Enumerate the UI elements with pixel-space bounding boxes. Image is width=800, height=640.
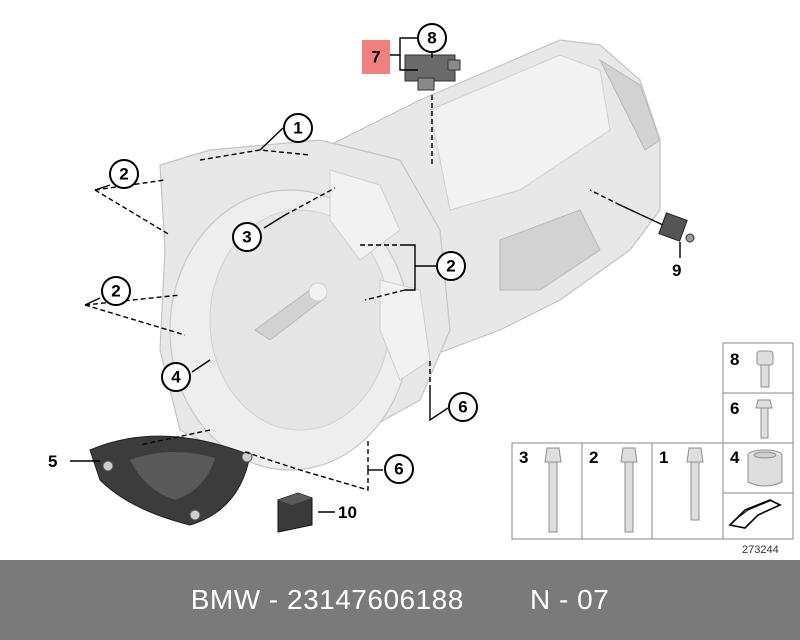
- footer-part-info: BMW - 23147606188 N - 07: [191, 584, 610, 616]
- panel-label-2: 2: [589, 448, 598, 467]
- fastener-panel: 8 6 4 3 2 1: [511, 342, 794, 556]
- callout-1: 1: [283, 113, 313, 143]
- footer-brand: BMW: [190, 584, 261, 615]
- footer-part-number: 23147606188: [287, 584, 464, 615]
- transmission-housing: [159, 39, 661, 471]
- panel-label-1: 1: [659, 448, 668, 467]
- label-9: 9: [672, 261, 681, 280]
- panel-label-3: 3: [519, 448, 528, 467]
- svg-text:4: 4: [171, 368, 181, 387]
- footer-gap: [464, 584, 530, 615]
- bolt-8-illustration: [756, 350, 774, 388]
- rubber-mount: [277, 492, 313, 533]
- reference-number: 273244: [742, 544, 779, 556]
- direction-arrow-icon: [728, 499, 782, 529]
- panel-label-8: 8: [730, 350, 739, 369]
- svg-text:6: 6: [458, 398, 467, 417]
- highlight-box: [362, 40, 390, 74]
- svg-text:2: 2: [119, 165, 128, 184]
- callout-2-middle: 2: [436, 251, 466, 281]
- footer-position: N - 07: [530, 584, 610, 615]
- sleeve-4-illustration: [747, 449, 783, 487]
- panel-label-6: 6: [730, 399, 739, 418]
- callout-6-upper: 6: [448, 392, 478, 422]
- svg-text:7: 7: [371, 48, 380, 67]
- parts-diagram: 8 7 1 2 3 2 2 4 6 6 5 9 10: [48, 23, 794, 556]
- bolt-3-illustration: [544, 447, 562, 533]
- callout-4: 4: [161, 362, 191, 392]
- connector-part: [658, 212, 695, 243]
- label-5: 5: [48, 452, 57, 471]
- footer-bar: BMW - 23147606188 N - 07: [0, 560, 800, 640]
- label-10: 10: [338, 503, 357, 522]
- bolt-2-illustration: [620, 447, 638, 533]
- svg-text:8: 8: [427, 29, 436, 48]
- highlight-label-7: 7: [362, 40, 390, 74]
- bolt-1-illustration: [686, 447, 704, 521]
- svg-text:6: 6: [394, 460, 403, 479]
- svg-text:2: 2: [111, 282, 120, 301]
- callout-2-lower: 2: [101, 276, 131, 306]
- sensor-part: [404, 54, 461, 91]
- bolt-6-illustration: [755, 399, 773, 439]
- cover-plate: [89, 435, 253, 526]
- callout-6-lower: 6: [384, 454, 414, 484]
- callout-2-upper: 2: [109, 159, 139, 189]
- svg-text:1: 1: [293, 119, 302, 138]
- svg-text:2: 2: [446, 257, 455, 276]
- svg-text:3: 3: [242, 228, 251, 247]
- footer-separator: -: [260, 584, 288, 615]
- panel-label-4: 4: [730, 448, 740, 467]
- callout-8: 8: [417, 23, 447, 53]
- callout-3: 3: [232, 222, 262, 252]
